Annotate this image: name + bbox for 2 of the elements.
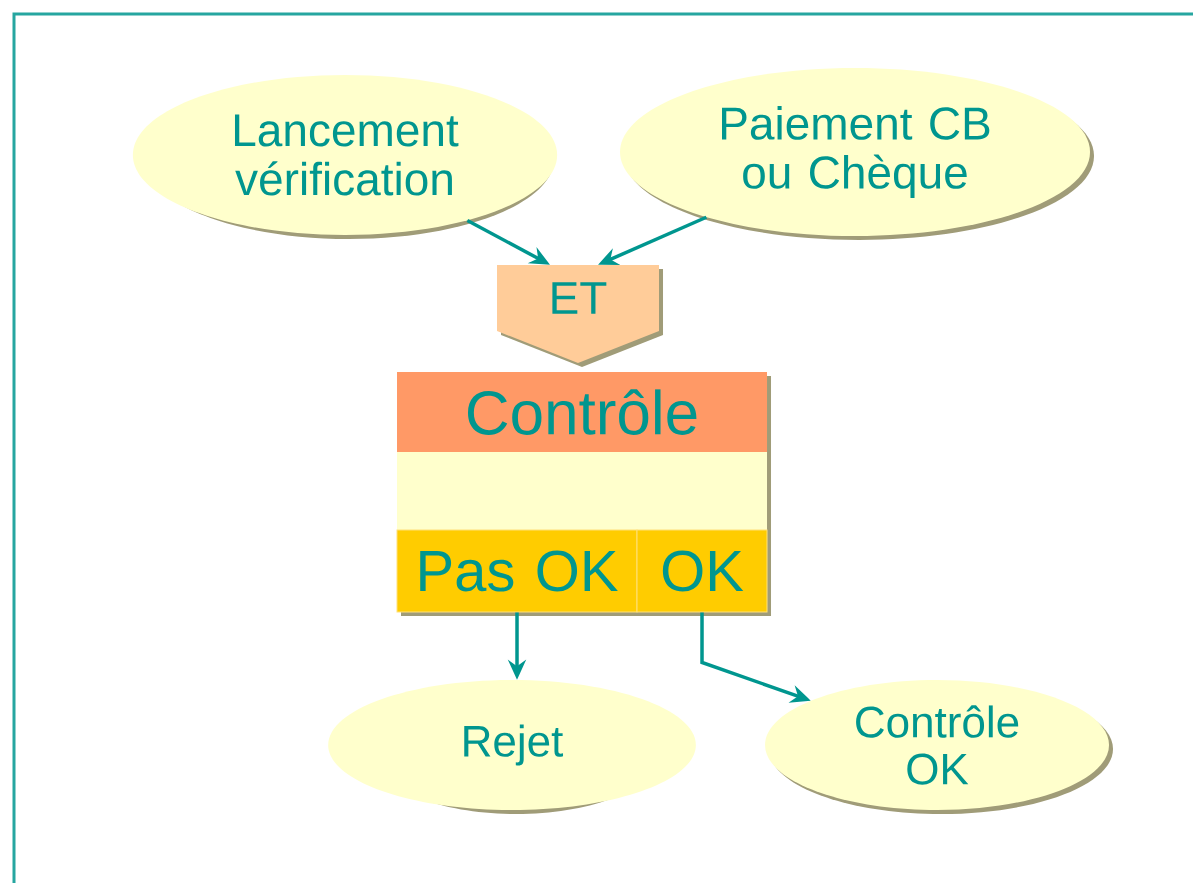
result-cell: Pas OK [396,529,638,613]
result-cell: OK [636,529,768,613]
